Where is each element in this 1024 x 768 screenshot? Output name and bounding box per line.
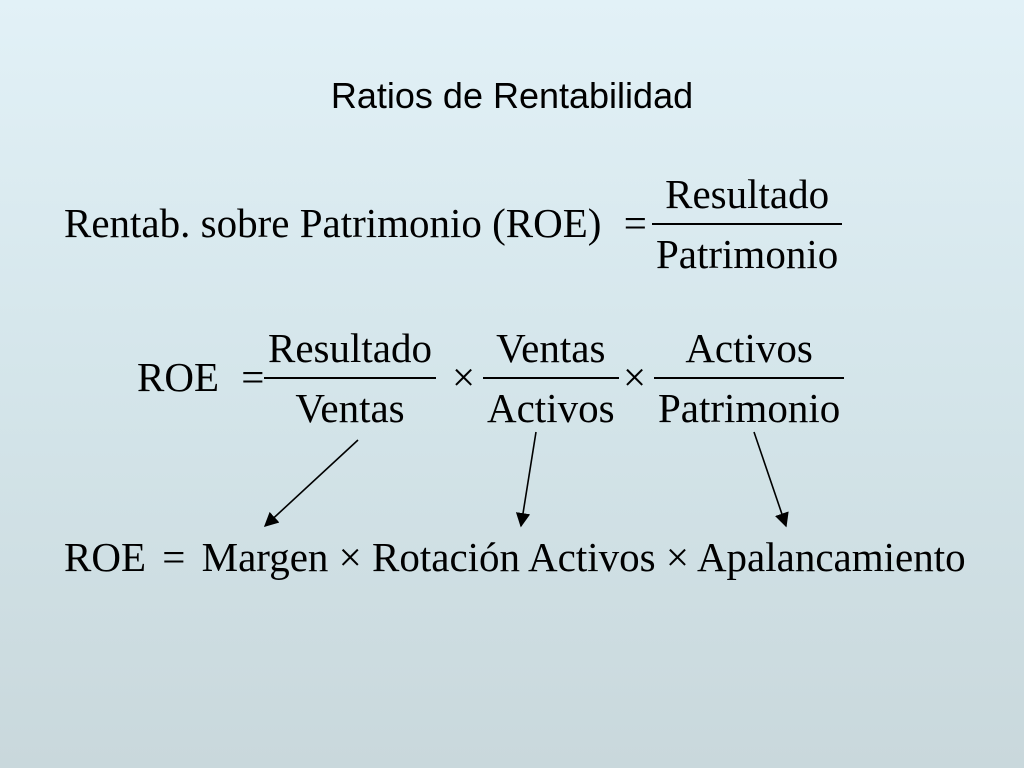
formula2-fraction-3: Activos Patrimonio <box>654 324 845 432</box>
formula3: ROE = Margen × Rotación Activos × Apalan… <box>64 533 966 581</box>
formula3-lhs: ROE <box>64 534 146 580</box>
formula1-equals: = <box>623 200 647 246</box>
formula2-times-1: × <box>452 354 476 400</box>
formula2-fraction-1-bar <box>264 377 436 379</box>
formula2-fraction-2: Ventas Activos <box>483 324 619 432</box>
formula2-fraction-2-bar <box>483 377 619 379</box>
arrow-rotacion <box>515 431 537 528</box>
formula1-fraction: Resultado Patrimonio <box>652 170 843 278</box>
arrow-apalancamiento <box>753 431 789 528</box>
formula2-lhs: ROE = <box>137 353 264 401</box>
formula2-fraction-1-numerator: Resultado <box>268 325 432 371</box>
formula2-fraction-3-denominator: Patrimonio <box>658 385 841 431</box>
formula1-lhs-text: Rentab. sobre Patrimonio (ROE) <box>64 200 602 246</box>
formula1-denominator: Patrimonio <box>656 231 839 277</box>
formula3-apalancamiento: Apalancamiento <box>696 534 966 580</box>
formula2-fraction-3-numerator: Activos <box>685 325 813 371</box>
formula2-equals: = <box>241 354 265 400</box>
formula3-rotacion-activos: Rotación Activos <box>372 534 656 580</box>
slide-title: Ratios de Rentabilidad <box>330 75 694 116</box>
formula1-numerator: Resultado <box>665 171 830 217</box>
formula2-times-2: × <box>623 354 647 400</box>
formula2-fraction-1: Resultado Ventas <box>264 324 436 432</box>
formula2-lhs-text: ROE <box>137 354 219 400</box>
formula3-times-1: × <box>338 534 362 580</box>
formula3-equals: = <box>162 534 186 580</box>
formula2-fraction-2-denominator: Activos <box>487 385 615 431</box>
formula2-fraction-1-denominator: Ventas <box>295 385 405 431</box>
arrow-margen <box>263 439 359 527</box>
formula2-fraction-2-numerator: Ventas <box>496 325 606 371</box>
formula3-margen: Margen <box>201 534 329 580</box>
formula2-fraction-3-bar <box>654 377 845 379</box>
formula1-fraction-bar <box>652 223 843 225</box>
formula3-times-2: × <box>665 534 689 580</box>
formula1-lhs: Rentab. sobre Patrimonio (ROE) = <box>64 199 647 247</box>
